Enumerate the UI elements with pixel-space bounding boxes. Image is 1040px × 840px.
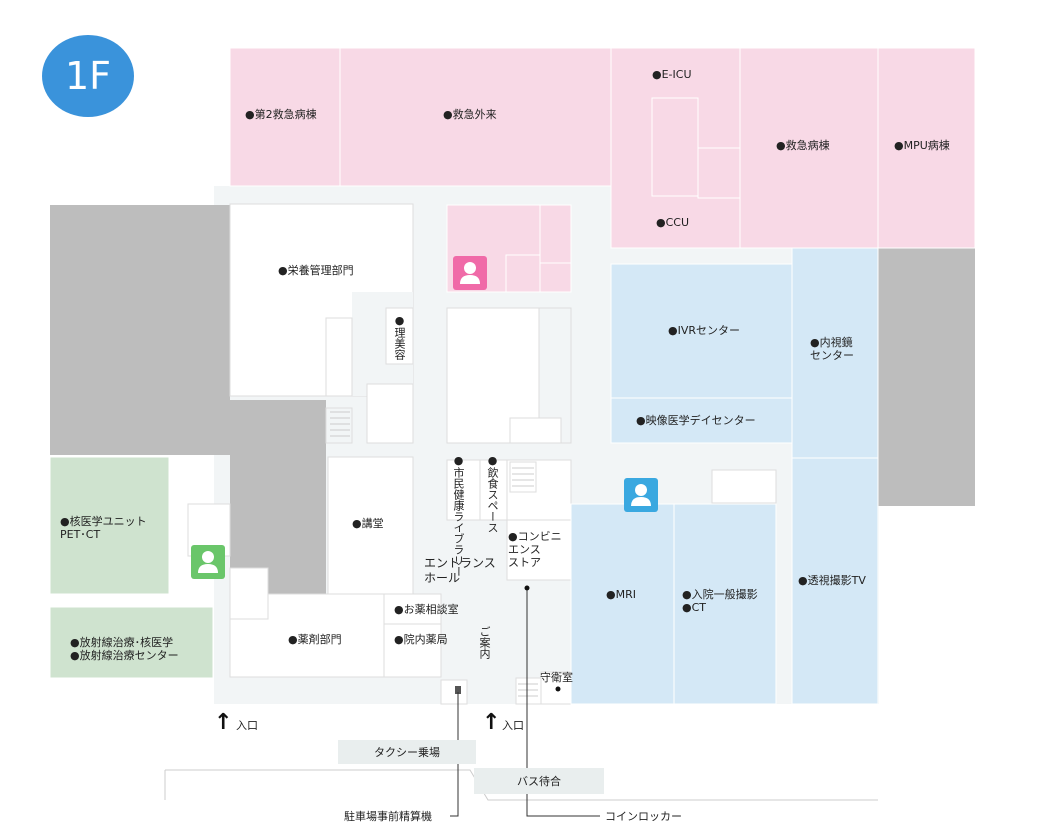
label-library: ●市民健康ライブラリー <box>452 454 465 577</box>
mpu-room <box>877 47 976 249</box>
label-er-outpatient: ●救急外来 <box>443 108 497 121</box>
label-barber: ●理美容 <box>393 314 406 360</box>
label-mpu: ●MPU病棟 <box>894 139 950 152</box>
in-pharmacy-room <box>383 623 442 678</box>
label-med-consult: ●お薬相談室 <box>394 603 459 616</box>
service-area-left <box>50 205 326 595</box>
label-fluoro: ●透視撮影TV <box>798 574 866 587</box>
ivr-room <box>610 263 793 399</box>
label-endoscopy: ●内視鏡 センター <box>810 336 854 362</box>
callout-lines <box>450 586 600 817</box>
label-ward2: ●第2救急病棟 <box>245 108 317 121</box>
radiation-room <box>49 606 214 679</box>
fluoro-room <box>791 457 879 705</box>
label-ivr: ●IVRセンター <box>668 324 741 337</box>
label-info: ご案内 <box>478 626 491 659</box>
label-auditorium: ●講堂 <box>352 517 384 530</box>
label-entrance-left: 入口 <box>236 719 258 732</box>
nuclear-unit-room <box>49 456 170 595</box>
person-icon-blue <box>624 478 658 512</box>
er-outpatient-room <box>339 47 612 187</box>
inpatient-xray-room <box>673 503 777 705</box>
label-pharmacy-dept: ●薬剤部門 <box>288 633 342 646</box>
label-imaging-day: ●映像医学デイセンター <box>636 414 756 427</box>
mri-room <box>570 503 675 705</box>
stairs <box>330 411 538 697</box>
label-eicu: ●E-ICU <box>652 68 692 81</box>
label-guard: 守衛室 <box>540 671 573 684</box>
label-nuclear-unit: ●核医学ユニット PET･CT <box>60 515 147 541</box>
convenience-room <box>506 519 572 581</box>
label-radiation: ●放射線治療･核医学 ●放射線治療センター <box>70 636 179 662</box>
label-food: ●飲食スペース <box>486 454 499 533</box>
label-entrance-hall: エントランス ホール <box>424 556 496 585</box>
ward2-room <box>229 47 341 187</box>
label-entrance-right: 入口 <box>502 719 524 732</box>
label-er-ward: ●救急病棟 <box>776 139 830 152</box>
auditorium-room <box>327 456 414 595</box>
label-in-pharmacy: ●院内薬局 <box>394 633 448 646</box>
entrance-arrow-icon: ↑ <box>482 710 501 735</box>
entrance-arrow-icon: ↑ <box>214 710 233 735</box>
person-icon-pink <box>453 256 487 290</box>
service-area-right <box>878 248 975 506</box>
taxi-sign: タクシー乗場 <box>338 740 476 764</box>
label-ccu: ●CCU <box>656 216 690 229</box>
consult-room <box>383 593 442 625</box>
barber-room <box>385 307 414 365</box>
floor-badge: 1F <box>42 35 134 117</box>
library-room <box>446 459 481 521</box>
label-inpatient-xray: ●入院一般撮影 ●CT <box>682 588 758 614</box>
label-mri: ●MRI <box>606 588 636 601</box>
label-convenience: ●コンビニ エンス ストア <box>508 530 562 569</box>
endoscopy-room <box>791 247 879 459</box>
callout-locker: コインロッカー <box>605 810 682 823</box>
food-room <box>479 459 508 521</box>
er-ward-room <box>739 47 879 249</box>
person-icon-green <box>191 545 225 579</box>
callout-parking-pay: 駐車場事前精算機 <box>344 810 432 823</box>
bus-sign: バス待合 <box>474 768 604 794</box>
label-nutrition: ●栄養管理部門 <box>278 264 354 277</box>
